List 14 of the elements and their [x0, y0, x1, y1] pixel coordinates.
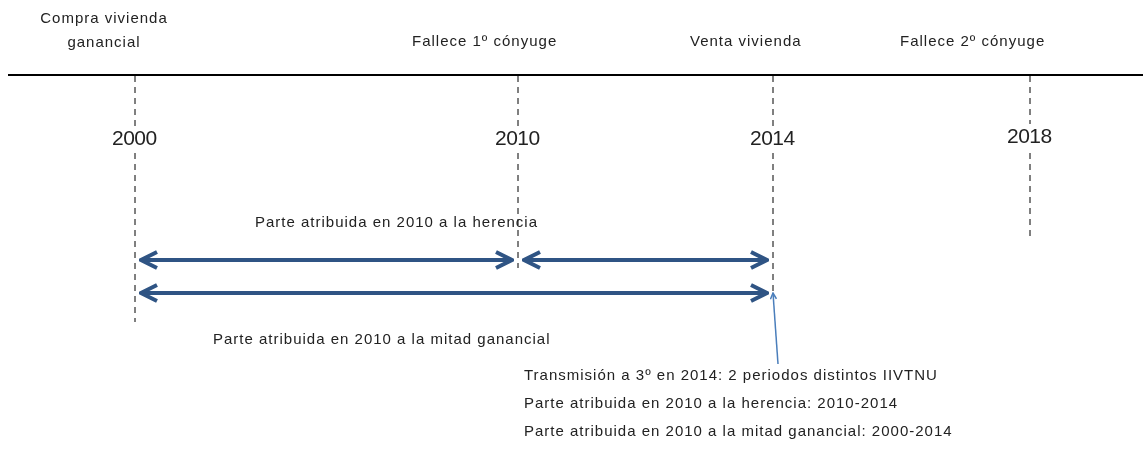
- event-label: Fallece 1º cónyuge: [412, 32, 558, 49]
- period-label: Parte atribuida en 2010 a la herencia: [255, 213, 538, 230]
- note-text: Transmisión a 3º en 2014: 2 periodos distintos IIVTNU: [524, 366, 939, 383]
- event-label: Compra vivienda ganancial: [39, 8, 169, 52]
- double-arrow: [522, 250, 769, 270]
- double-arrow: [139, 283, 769, 303]
- event-label: Venta vivienda: [690, 32, 802, 49]
- note-text: Parte atribuida en 2010 a la herencia: 2010-2014: [524, 394, 900, 411]
- period-label: Parte atribuida en 2010 a la mitad ganancial: [213, 330, 551, 347]
- event-label: Fallece 2º cónyuge: [900, 32, 1046, 49]
- leader-arrow: [769, 292, 779, 365]
- note-text: Parte atribuida en 2010 a la mitad ganancial: 2000-2014: [524, 422, 953, 439]
- year-label: 2018: [1005, 124, 1054, 148]
- double-arrow: [139, 250, 514, 270]
